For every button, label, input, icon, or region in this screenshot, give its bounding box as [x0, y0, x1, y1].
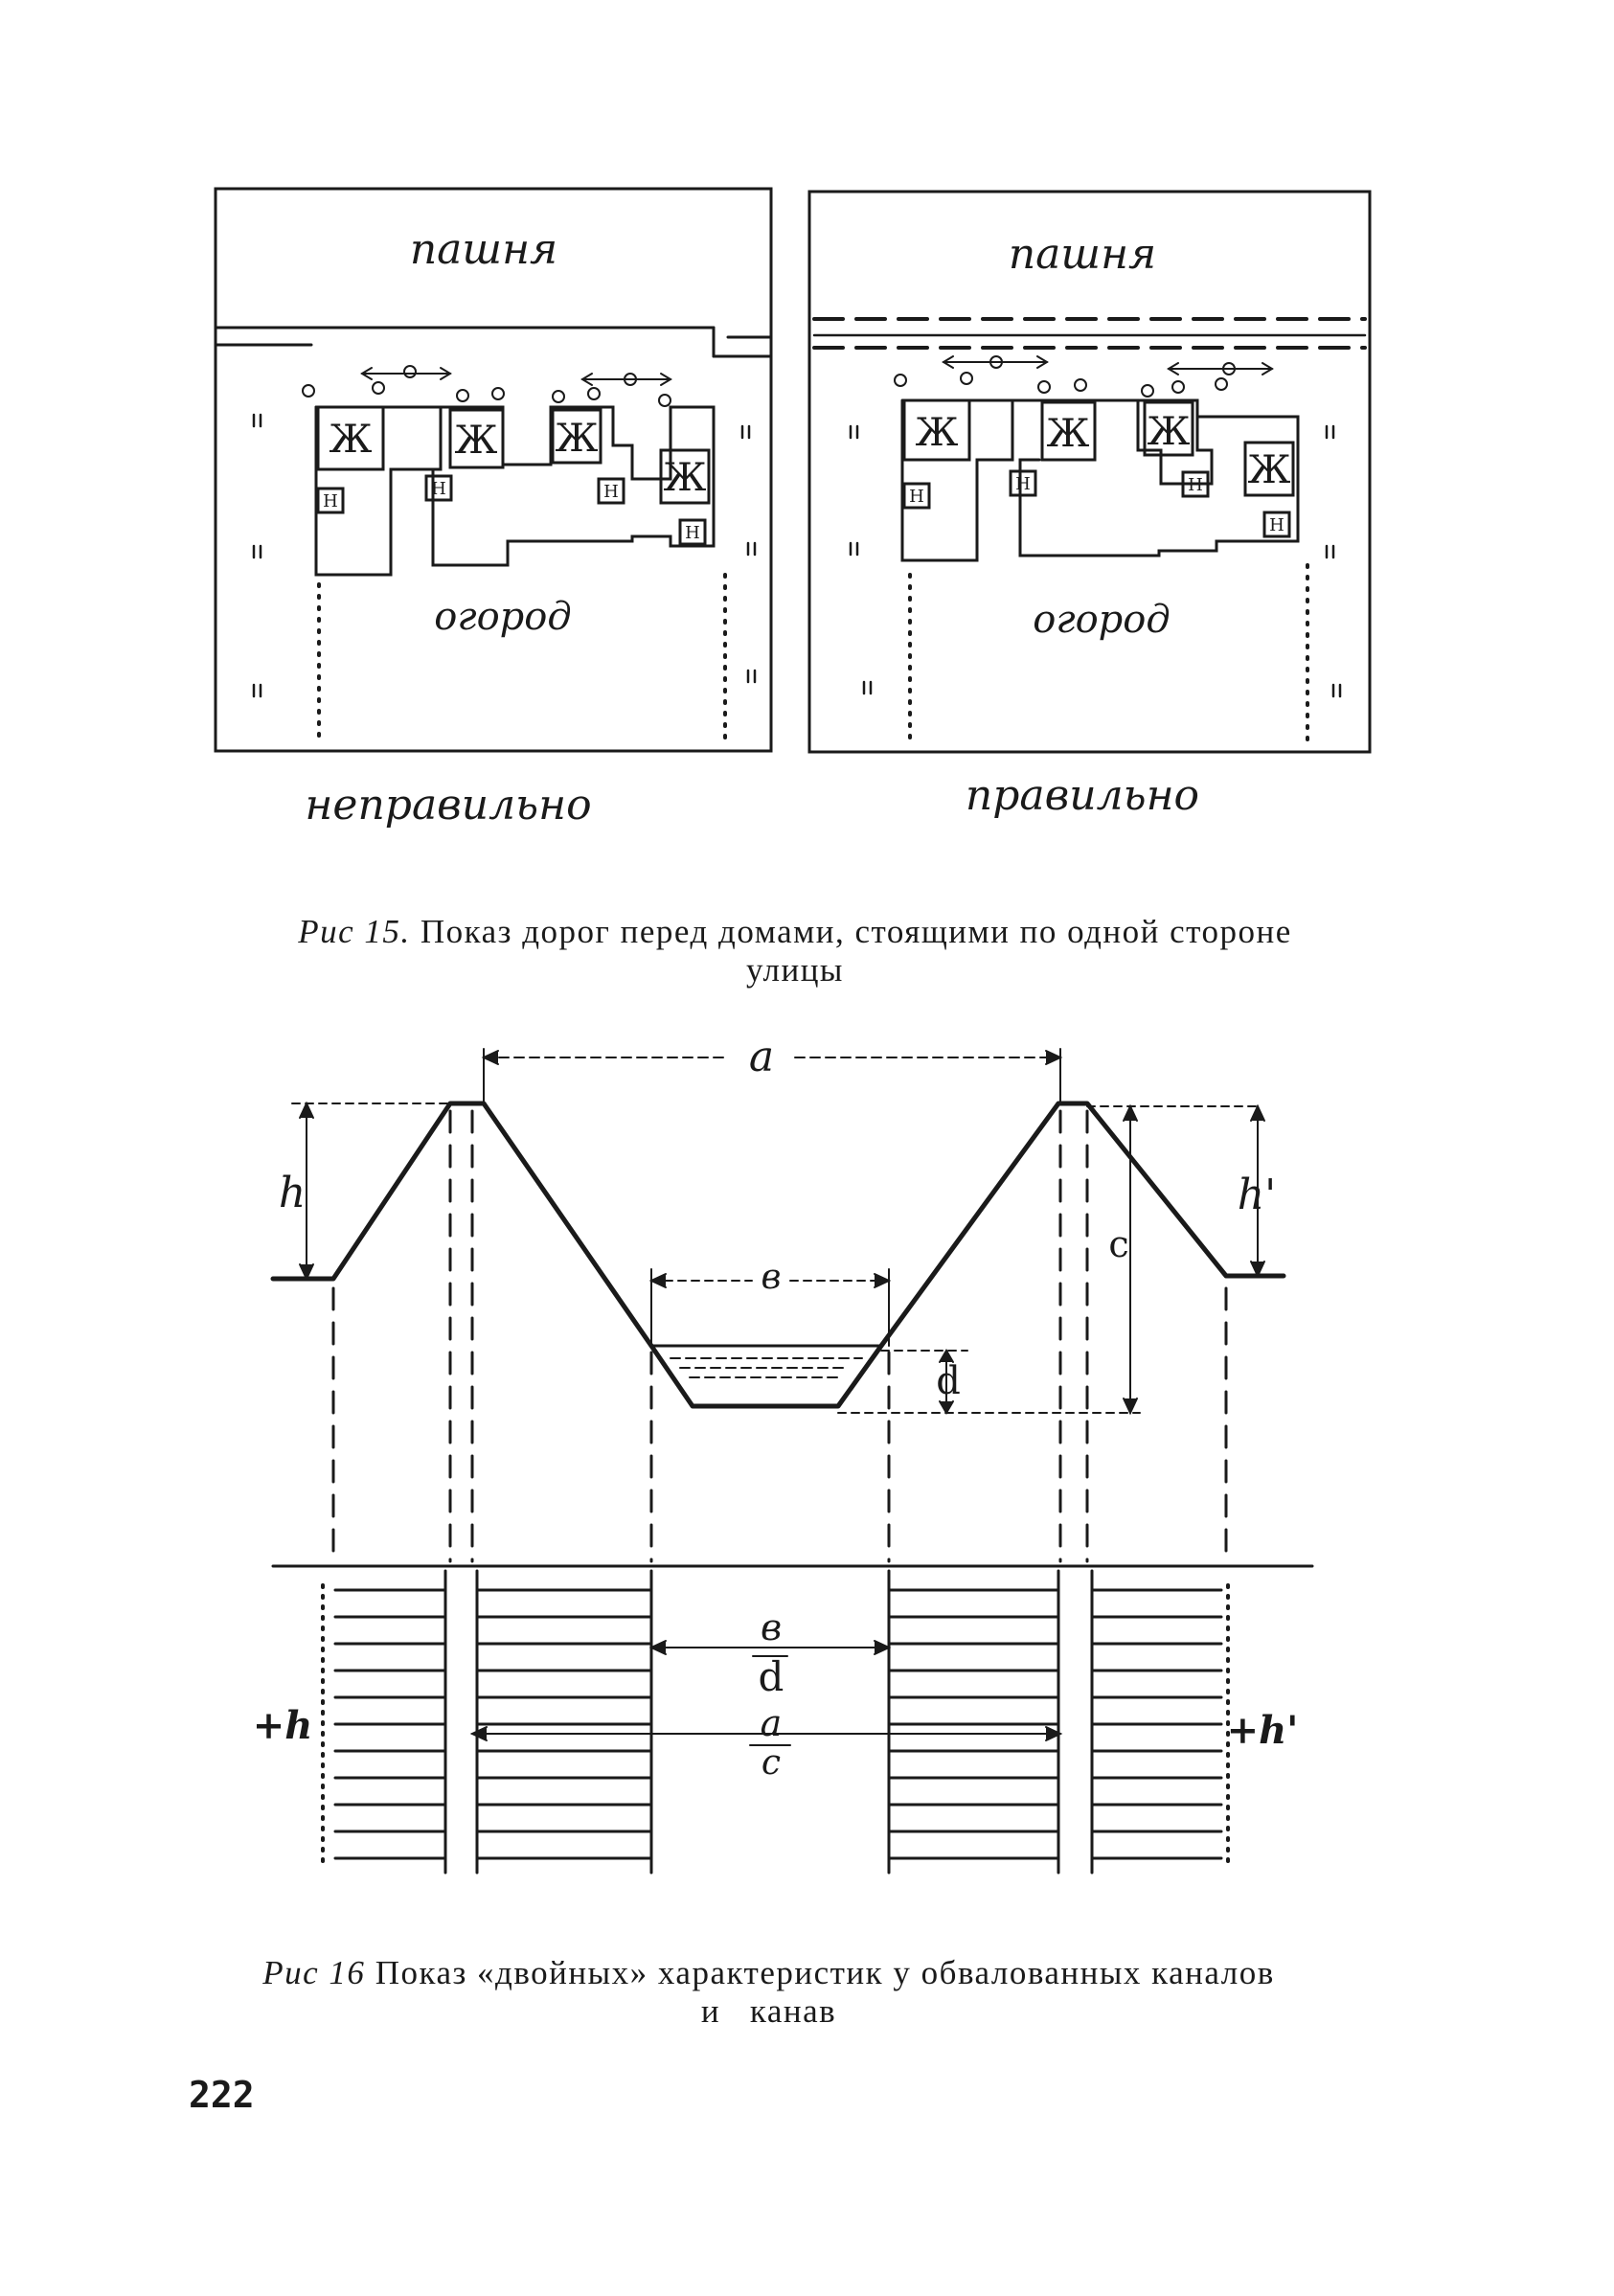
- fig16-caption-label: Рис 16: [262, 1954, 366, 1991]
- fig16-label-a: а: [749, 1033, 774, 1081]
- fig15-left-field-label: пашня: [410, 225, 557, 274]
- fig16-caption-line1: Рис 16 Показ «двойных» характеристик у о…: [206, 1954, 1331, 1992]
- fig15-left-garden-label: огород: [434, 595, 571, 639]
- fig16-plan-dotted-edges: [321, 1583, 1230, 1865]
- fig16-plan-dim-bd: [648, 1640, 892, 1655]
- fig15-right-field-label: пашня: [1009, 230, 1156, 279]
- page-number: 222: [189, 2074, 255, 2116]
- fig15-caption-text: Показ дорог перед домами, стоящими по од…: [420, 913, 1292, 950]
- fig15-caption-line1: Рис 15. Показ дорог перед домами, стоящи…: [239, 913, 1351, 951]
- outbuilding-letter: Н: [323, 491, 338, 511]
- fig15-left-ticks: [252, 413, 757, 698]
- fig16-label-d: d: [936, 1359, 961, 1403]
- fig16-label-b: в: [762, 1258, 782, 1297]
- fig15-caption-line2: улицы: [746, 951, 844, 989]
- fig15-right-outbuilding-letters: Н Н Н Н: [909, 474, 1284, 535]
- fig16-caption-line2: и канав: [700, 1992, 837, 2030]
- fig16-water-ripples: [670, 1357, 863, 1378]
- hatch-band-right-outer: [1090, 1588, 1223, 1860]
- fig15-right-garden-bounds: [908, 563, 1309, 747]
- hatch-band-right-inner: [887, 1588, 1060, 1860]
- outbuilding-letter: Н: [909, 487, 924, 507]
- outbuilding-letter: Н: [603, 482, 619, 502]
- fig16-plan-dim-ac: [469, 1726, 1063, 1741]
- fig15-left-building-letters: Ж Ж Ж Ж: [330, 417, 707, 500]
- fig16-caption: Рис 16 Показ «двойных» характеристик у о…: [206, 1954, 1331, 2031]
- fig15-right-road: [812, 317, 1367, 350]
- fig16-plan-label-c: с: [762, 1743, 781, 1783]
- dwelling-letter: Ж: [664, 456, 707, 500]
- fig15-right-panel: пашня огород Ж Ж Ж Ж Н Н Н Н правильно: [807, 190, 1372, 820]
- fig16-dim-b: [648, 1268, 892, 1347]
- fig16-plan-label-plus-h: +h: [253, 1703, 313, 1748]
- fig16-label-h-prime: h': [1238, 1171, 1276, 1219]
- fig16-plan-label-d: d: [759, 1653, 784, 1700]
- dwelling-letter: Ж: [556, 417, 599, 461]
- fig15-caption-label: Рис 15.: [298, 913, 411, 950]
- fig15-left-panel: пашня огород Ж Ж Ж Ж Н Н Н Н неправильно: [214, 187, 773, 830]
- dwelling-letter: Ж: [916, 411, 959, 455]
- fig16-dim-a: [481, 1048, 1063, 1104]
- outbuilding-letter: Н: [1269, 515, 1284, 535]
- fig15-left-garden-bounds: [317, 573, 727, 747]
- fig15-right-markers: [894, 355, 1274, 398]
- fig16-embankment-profile: [270, 1101, 1286, 1409]
- fig15-right-frame: [807, 190, 1372, 754]
- dwelling-letter: Ж: [330, 418, 373, 462]
- fig16-label-c: с: [1108, 1223, 1128, 1265]
- fig16-plan-label-a: а: [761, 1702, 783, 1744]
- fig16-plan: в d а с +h +h': [253, 1564, 1314, 1875]
- fig16-dim-h-prime: [1086, 1103, 1265, 1279]
- fig16-projection-lines: [331, 1109, 1228, 1563]
- outbuilding-letter: Н: [685, 523, 700, 543]
- fig15-right-building-letters: Ж Ж Ж Ж: [916, 410, 1291, 492]
- fig16-plan-label-plus-h-prime: +h': [1227, 1708, 1299, 1753]
- fig15-right-garden-label: огород: [1033, 598, 1170, 642]
- fig16-caption-text: Показ «двойных» характеристик у обвалова…: [375, 1954, 1275, 1991]
- fig15-right-plots: [900, 398, 1300, 562]
- fig15-left-frame: [214, 187, 773, 753]
- hatch-band-left-inner: [475, 1588, 653, 1860]
- fig15-left-plots: [314, 405, 716, 577]
- dwelling-letter: Ж: [1047, 412, 1090, 456]
- fig16-dim-h: [291, 1101, 451, 1282]
- dwelling-letter: Ж: [1248, 448, 1291, 492]
- fig16-label-h: h: [279, 1169, 306, 1217]
- fig15-left-outbuilding-letters: Н Н Н Н: [323, 479, 700, 543]
- outbuilding-letter: Н: [1015, 474, 1031, 494]
- fig16-dim-c: [837, 1103, 1141, 1416]
- fig16-plan-label-b: в: [761, 1606, 782, 1648]
- fig16-plan-hatching: [333, 1588, 1223, 1860]
- fig16-profile: а h h' с в d: [270, 1033, 1286, 1563]
- fig15-left-verdict: неправильно: [305, 781, 591, 830]
- fig15-right-verdict: правильно: [966, 771, 1199, 820]
- dwelling-letter: Ж: [1148, 410, 1191, 454]
- fig15-left-markers: [302, 365, 672, 407]
- fig16-plan-edges: [443, 1569, 1094, 1875]
- fig15-left-road: [214, 326, 773, 358]
- outbuilding-letter: Н: [431, 479, 446, 499]
- outbuilding-letter: Н: [1188, 475, 1203, 495]
- hatch-band-left-outer: [333, 1588, 447, 1860]
- dwelling-letter: Ж: [455, 419, 498, 463]
- fig15-caption: Рис 15. Показ дорог перед домами, стоящи…: [239, 913, 1351, 989]
- fig16-dim-d: [880, 1349, 968, 1415]
- fig15-right-ticks: [849, 424, 1342, 698]
